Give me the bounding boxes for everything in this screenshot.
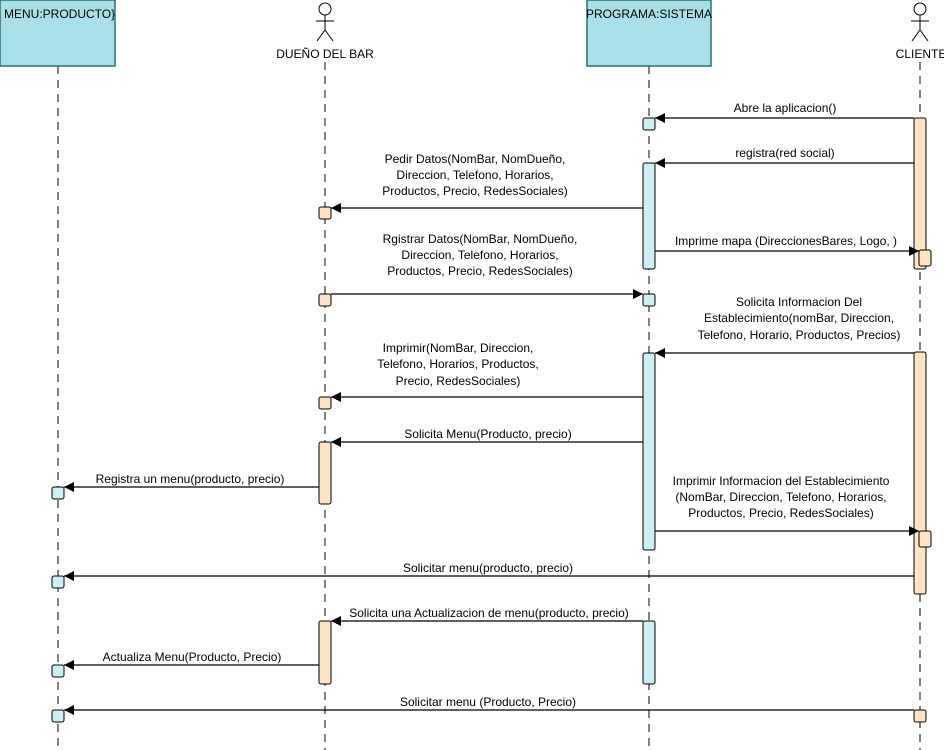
message-label: (NomBar, Direccion, Telefono, Horarios, (675, 490, 886, 504)
message-label: Abre la aplicacion() (734, 101, 837, 115)
activation-bar (51, 664, 65, 678)
message-label: registra(red social) (735, 146, 834, 160)
message-label: Actualiza Menu(Producto, Precio) (103, 650, 282, 664)
message-label: Productos, Precio, RedesSociales) (382, 184, 567, 198)
activation-bar (642, 117, 656, 131)
message-label: Imprimir(NomBar, Direccion, (383, 341, 534, 355)
activation-bar (318, 293, 332, 307)
activation-bar (51, 709, 65, 723)
message-label: Solicita Menu(Producto, precio) (404, 427, 571, 441)
activation-bar (318, 206, 332, 220)
object-box-menu (0, 0, 116, 67)
message-label: Registra un menu(producto, precio) (96, 472, 285, 486)
actor-icon (911, 2, 929, 42)
activation-bar (318, 396, 332, 410)
message-label: Rgistrar Datos(NomBar, NomDueño, (383, 232, 578, 246)
message-label: Telefono, Horario, Productos, Precios) (698, 328, 901, 342)
message-label: Direccion, Telefono, Horarios, (396, 168, 553, 182)
message-label: Telefono, Horarios, Productos, (377, 357, 538, 371)
message-label: Productos, Precio, RedesSociales) (387, 264, 572, 278)
activation-bar (918, 249, 932, 267)
message-label: Imprimir Informacion del Establecimiento (673, 474, 890, 488)
participant-sistema: PROGRAMA:SISTEMA (586, 0, 712, 67)
activation-bar (642, 352, 656, 551)
message-label: Precio, RedesSociales) (396, 374, 521, 388)
activation-bar (51, 486, 65, 500)
activation-bar (913, 709, 927, 723)
activation-bar (318, 441, 332, 505)
messages (64, 113, 919, 715)
participant-cliente: CLIENTE (896, 2, 944, 61)
message-label: Direccion, Telefono, Horarios, (401, 248, 558, 262)
activation-bar (642, 162, 656, 270)
activation-bar (642, 293, 656, 307)
object-name-sistema: PROGRAMA:SISTEMA (586, 7, 712, 21)
message-label: Solicita una Actualizacion de menu(produ… (349, 606, 629, 620)
participant-menu: MENU:PRODUCTO} (0, 0, 116, 67)
object-box-sistema (586, 0, 712, 67)
object-name-menu: MENU:PRODUCTO} (4, 7, 115, 21)
activation-bar (913, 117, 927, 270)
message-label: Solicitar menu (Producto, Precio) (400, 695, 576, 709)
activation-bar (913, 351, 927, 595)
actor-icon (316, 2, 334, 42)
activation-bar (642, 620, 656, 685)
actor-name-dueno: DUEÑO DEL BAR (276, 47, 374, 61)
message-label: Solicita Informacion Del (736, 295, 862, 309)
activation-bar (51, 575, 65, 589)
message-label: Solicitar menu(producto, precio) (403, 561, 573, 575)
participant-dueno: DUEÑO DEL BAR (276, 2, 374, 61)
message-label: Establecimiento(nomBar, Direccion, (704, 311, 894, 325)
message-label: Productos, Precio, RedesSociales) (688, 506, 873, 520)
activation-bar (318, 620, 332, 685)
actor-name-cliente: CLIENTE (896, 47, 944, 61)
activation-bar (918, 530, 932, 548)
message-label: Imprime mapa (DireccionesBares, Logo, ) (675, 234, 897, 248)
message-label: Pedir Datos(NomBar, NomDueño, (385, 152, 566, 166)
message-labels: Abre la aplicacion() registra(red social… (96, 101, 901, 709)
